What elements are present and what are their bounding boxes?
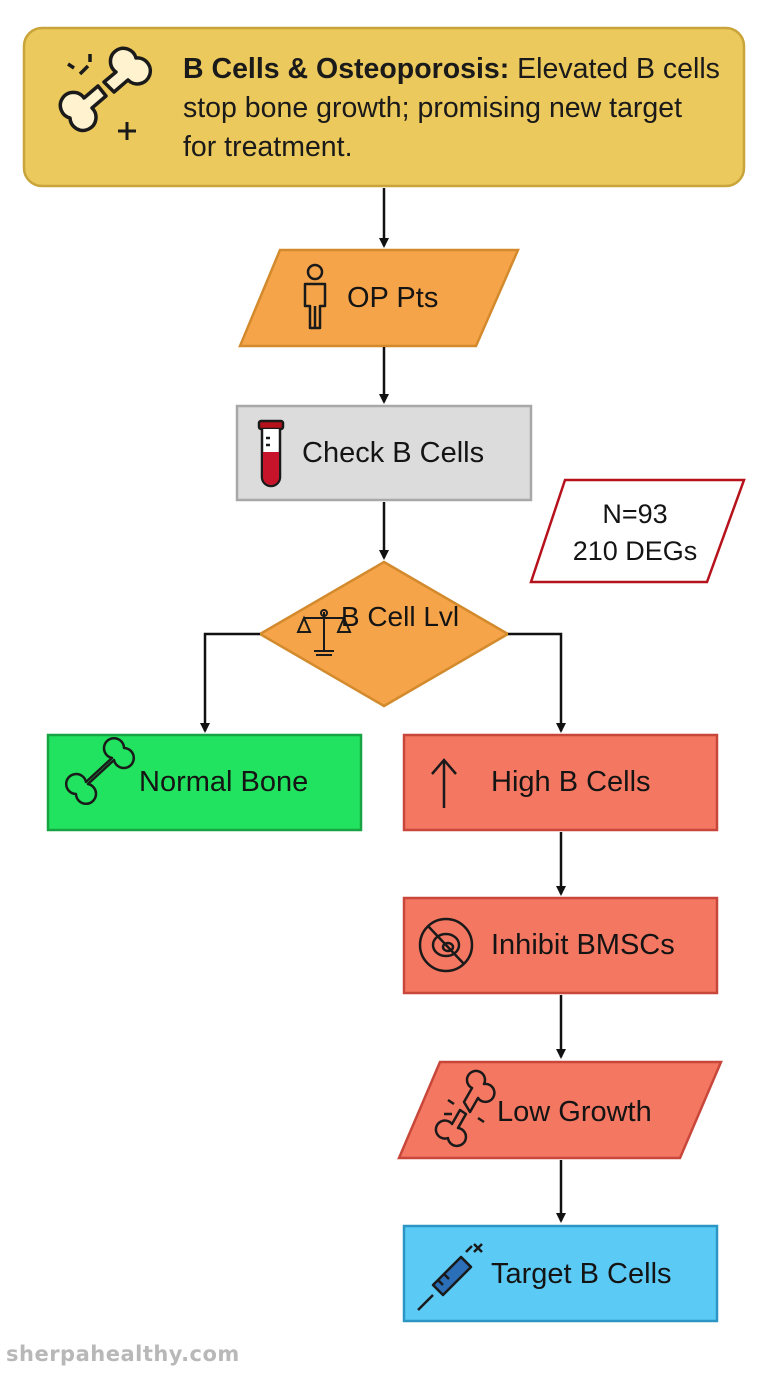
no-cell-icon bbox=[418, 917, 474, 973]
check-b-cells-label: Check B Cells bbox=[302, 436, 485, 469]
low-growth-node bbox=[397, 1060, 723, 1160]
op-pts-label: OP Pts bbox=[347, 281, 439, 314]
branch-right bbox=[508, 632, 566, 733]
stat-n: N=93 bbox=[602, 499, 668, 529]
high-b-cells-label: High B Cells bbox=[491, 765, 651, 798]
test-tube-icon bbox=[257, 419, 285, 488]
header-title-bold: B Cells & Osteoporosis: bbox=[183, 53, 510, 85]
cracked-bone-icon bbox=[434, 1069, 496, 1148]
stat-degs: 210 DEGs bbox=[572, 536, 698, 566]
normal-bone-node bbox=[46, 733, 363, 832]
b-cell-level-label: B Cell Lvl bbox=[340, 601, 460, 632]
watermark: sherpahealthy.com bbox=[6, 1342, 240, 1366]
stat-box-text: N=93 210 DEGs bbox=[545, 496, 725, 570]
syringe-icon bbox=[417, 1243, 483, 1311]
b-cell-level-node bbox=[257, 560, 511, 708]
header-title: B Cells & Osteoporosis: Elevated B cells… bbox=[183, 50, 723, 167]
high-b-cells-node bbox=[402, 733, 719, 832]
inhibit-bmscs-node bbox=[402, 896, 719, 995]
target-b-cells-label: Target B Cells bbox=[491, 1257, 672, 1290]
low-growth-label: Low Growth bbox=[497, 1095, 652, 1128]
up-arrow-icon bbox=[431, 758, 457, 808]
broken-bone-icon bbox=[58, 46, 153, 140]
check-b-cells-node bbox=[235, 404, 533, 502]
header-title-rest: Elevated B cells stop bone growth; promi… bbox=[183, 53, 720, 163]
stat-box bbox=[529, 478, 746, 584]
bone-icon bbox=[64, 736, 136, 806]
branch-left bbox=[200, 632, 260, 733]
normal-bone-label: Normal Bone bbox=[139, 765, 309, 798]
inhibit-bmscs-label: Inhibit BMSCs bbox=[491, 928, 675, 961]
scales-icon bbox=[296, 609, 352, 656]
person-icon bbox=[303, 263, 327, 330]
header-box bbox=[22, 26, 746, 188]
